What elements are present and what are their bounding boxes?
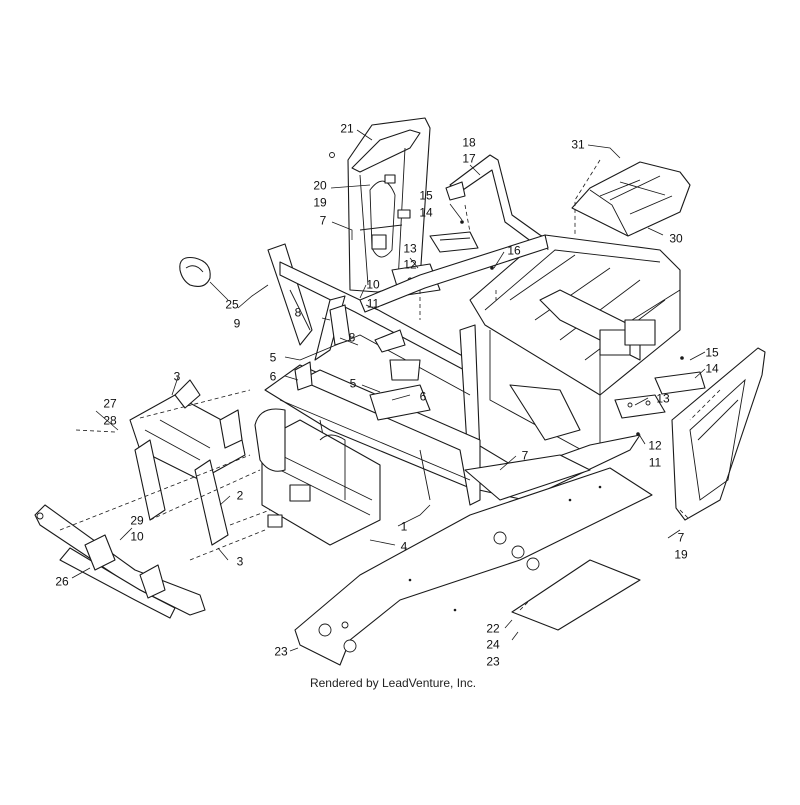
lower-right-brackets (614, 356, 706, 436)
center-mounts (294, 304, 431, 421)
callout-19: 19 (674, 547, 688, 562)
callout-11: 11 (648, 455, 662, 470)
callout-9: 9 (233, 316, 241, 331)
callout-19: 19 (313, 195, 327, 210)
callout-11: 11 (366, 296, 380, 311)
callout-26: 26 (55, 574, 69, 589)
cargo-tray (571, 161, 691, 237)
callout-6: 6 (269, 369, 277, 384)
callout-23: 23 (274, 644, 288, 659)
right-side-panel (671, 347, 766, 521)
callout-16: 16 (507, 243, 521, 258)
callout-21: 21 (340, 121, 354, 136)
callout-8: 8 (348, 330, 356, 345)
callout-14: 14 (419, 205, 433, 220)
callout-13: 13 (403, 241, 417, 256)
callout-27: 27 (103, 396, 117, 411)
callout-3: 3 (236, 554, 244, 569)
callout-3: 3 (173, 369, 181, 384)
main-frame (254, 234, 681, 546)
callout-12: 12 (648, 438, 662, 453)
leader-lines (59, 129, 721, 652)
callout-15: 15 (419, 188, 433, 203)
callout-5: 5 (269, 350, 277, 365)
callout-12: 12 (403, 257, 417, 272)
callout-7: 7 (319, 213, 327, 228)
callout-2: 2 (236, 488, 244, 503)
callout-29: 29 (130, 513, 144, 528)
front-subframe (129, 379, 246, 546)
callout-1: 1 (400, 519, 408, 534)
callout-25: 25 (225, 297, 239, 312)
callout-18: 18 (462, 135, 476, 150)
callout-17: 17 (462, 151, 476, 166)
callout-8: 8 (294, 305, 302, 320)
callout-14: 14 (705, 361, 719, 376)
callout-7: 7 (677, 530, 685, 545)
callout-10: 10 (366, 277, 380, 292)
callout-13: 13 (656, 391, 670, 406)
callout-24: 24 (486, 637, 500, 652)
callout-31: 31 (571, 137, 585, 152)
seat-back-assembly (329, 117, 431, 293)
skid-plate (294, 467, 653, 666)
callout-7: 7 (521, 448, 529, 463)
callout-22: 22 (486, 621, 500, 636)
rendered-by-credit: Rendered by LeadVenture, Inc. (309, 676, 477, 690)
bumper (34, 504, 206, 619)
callout-30: 30 (669, 231, 683, 246)
callout-4: 4 (400, 539, 408, 554)
callout-28: 28 (103, 413, 117, 428)
strap (179, 256, 211, 287)
callout-10: 10 (130, 529, 144, 544)
callout-15: 15 (705, 345, 719, 360)
callout-23: 23 (486, 654, 500, 669)
callout-20: 20 (313, 178, 327, 193)
rear-skid-plate (511, 559, 641, 631)
callout-5: 5 (349, 376, 357, 391)
callout-6: 6 (419, 389, 427, 404)
